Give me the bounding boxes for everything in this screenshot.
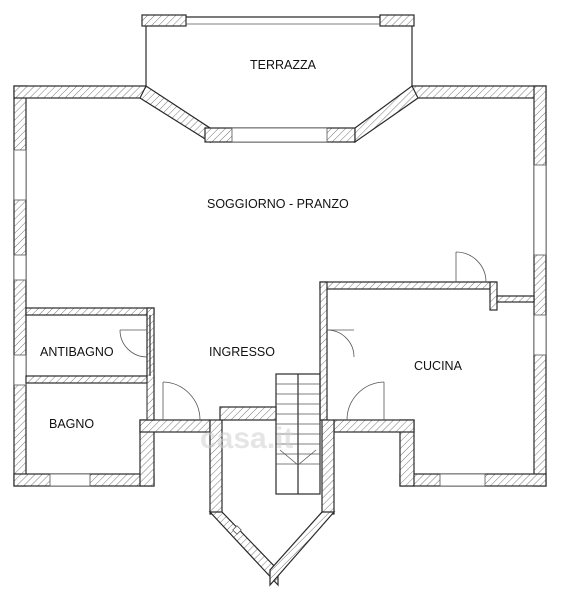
wall-left: [13, 85, 27, 487]
terrace: [141, 14, 415, 92]
terrace-pillar-right: [379, 14, 415, 27]
room-label-cucina: CUCINA: [414, 359, 463, 373]
interior-walls: [25, 281, 535, 421]
room-label-soggiorno: SOGGIORNO - PRANZO: [207, 197, 349, 211]
entrance-porch: [208, 406, 336, 587]
wall-top-left: [13, 85, 147, 99]
room-label-bagno: BAGNO: [49, 417, 94, 431]
wall-right: [533, 85, 547, 487]
room-label-ingresso: INGRESSO: [209, 345, 275, 359]
bay-wall-right: [354, 85, 419, 144]
terrace-pillar-left: [141, 14, 187, 27]
room-label-terrazza: TERRAZZA: [250, 58, 317, 72]
wall-top-right: [411, 85, 547, 99]
staircase: [275, 373, 321, 495]
bay-wall-left: [139, 85, 211, 144]
doors: [119, 251, 487, 421]
wall-entry-right: [333, 419, 415, 433]
watermark: casa.it: [200, 422, 293, 455]
windows: [13, 127, 547, 487]
room-label-antibagno: ANTIBAGNO: [40, 345, 114, 359]
